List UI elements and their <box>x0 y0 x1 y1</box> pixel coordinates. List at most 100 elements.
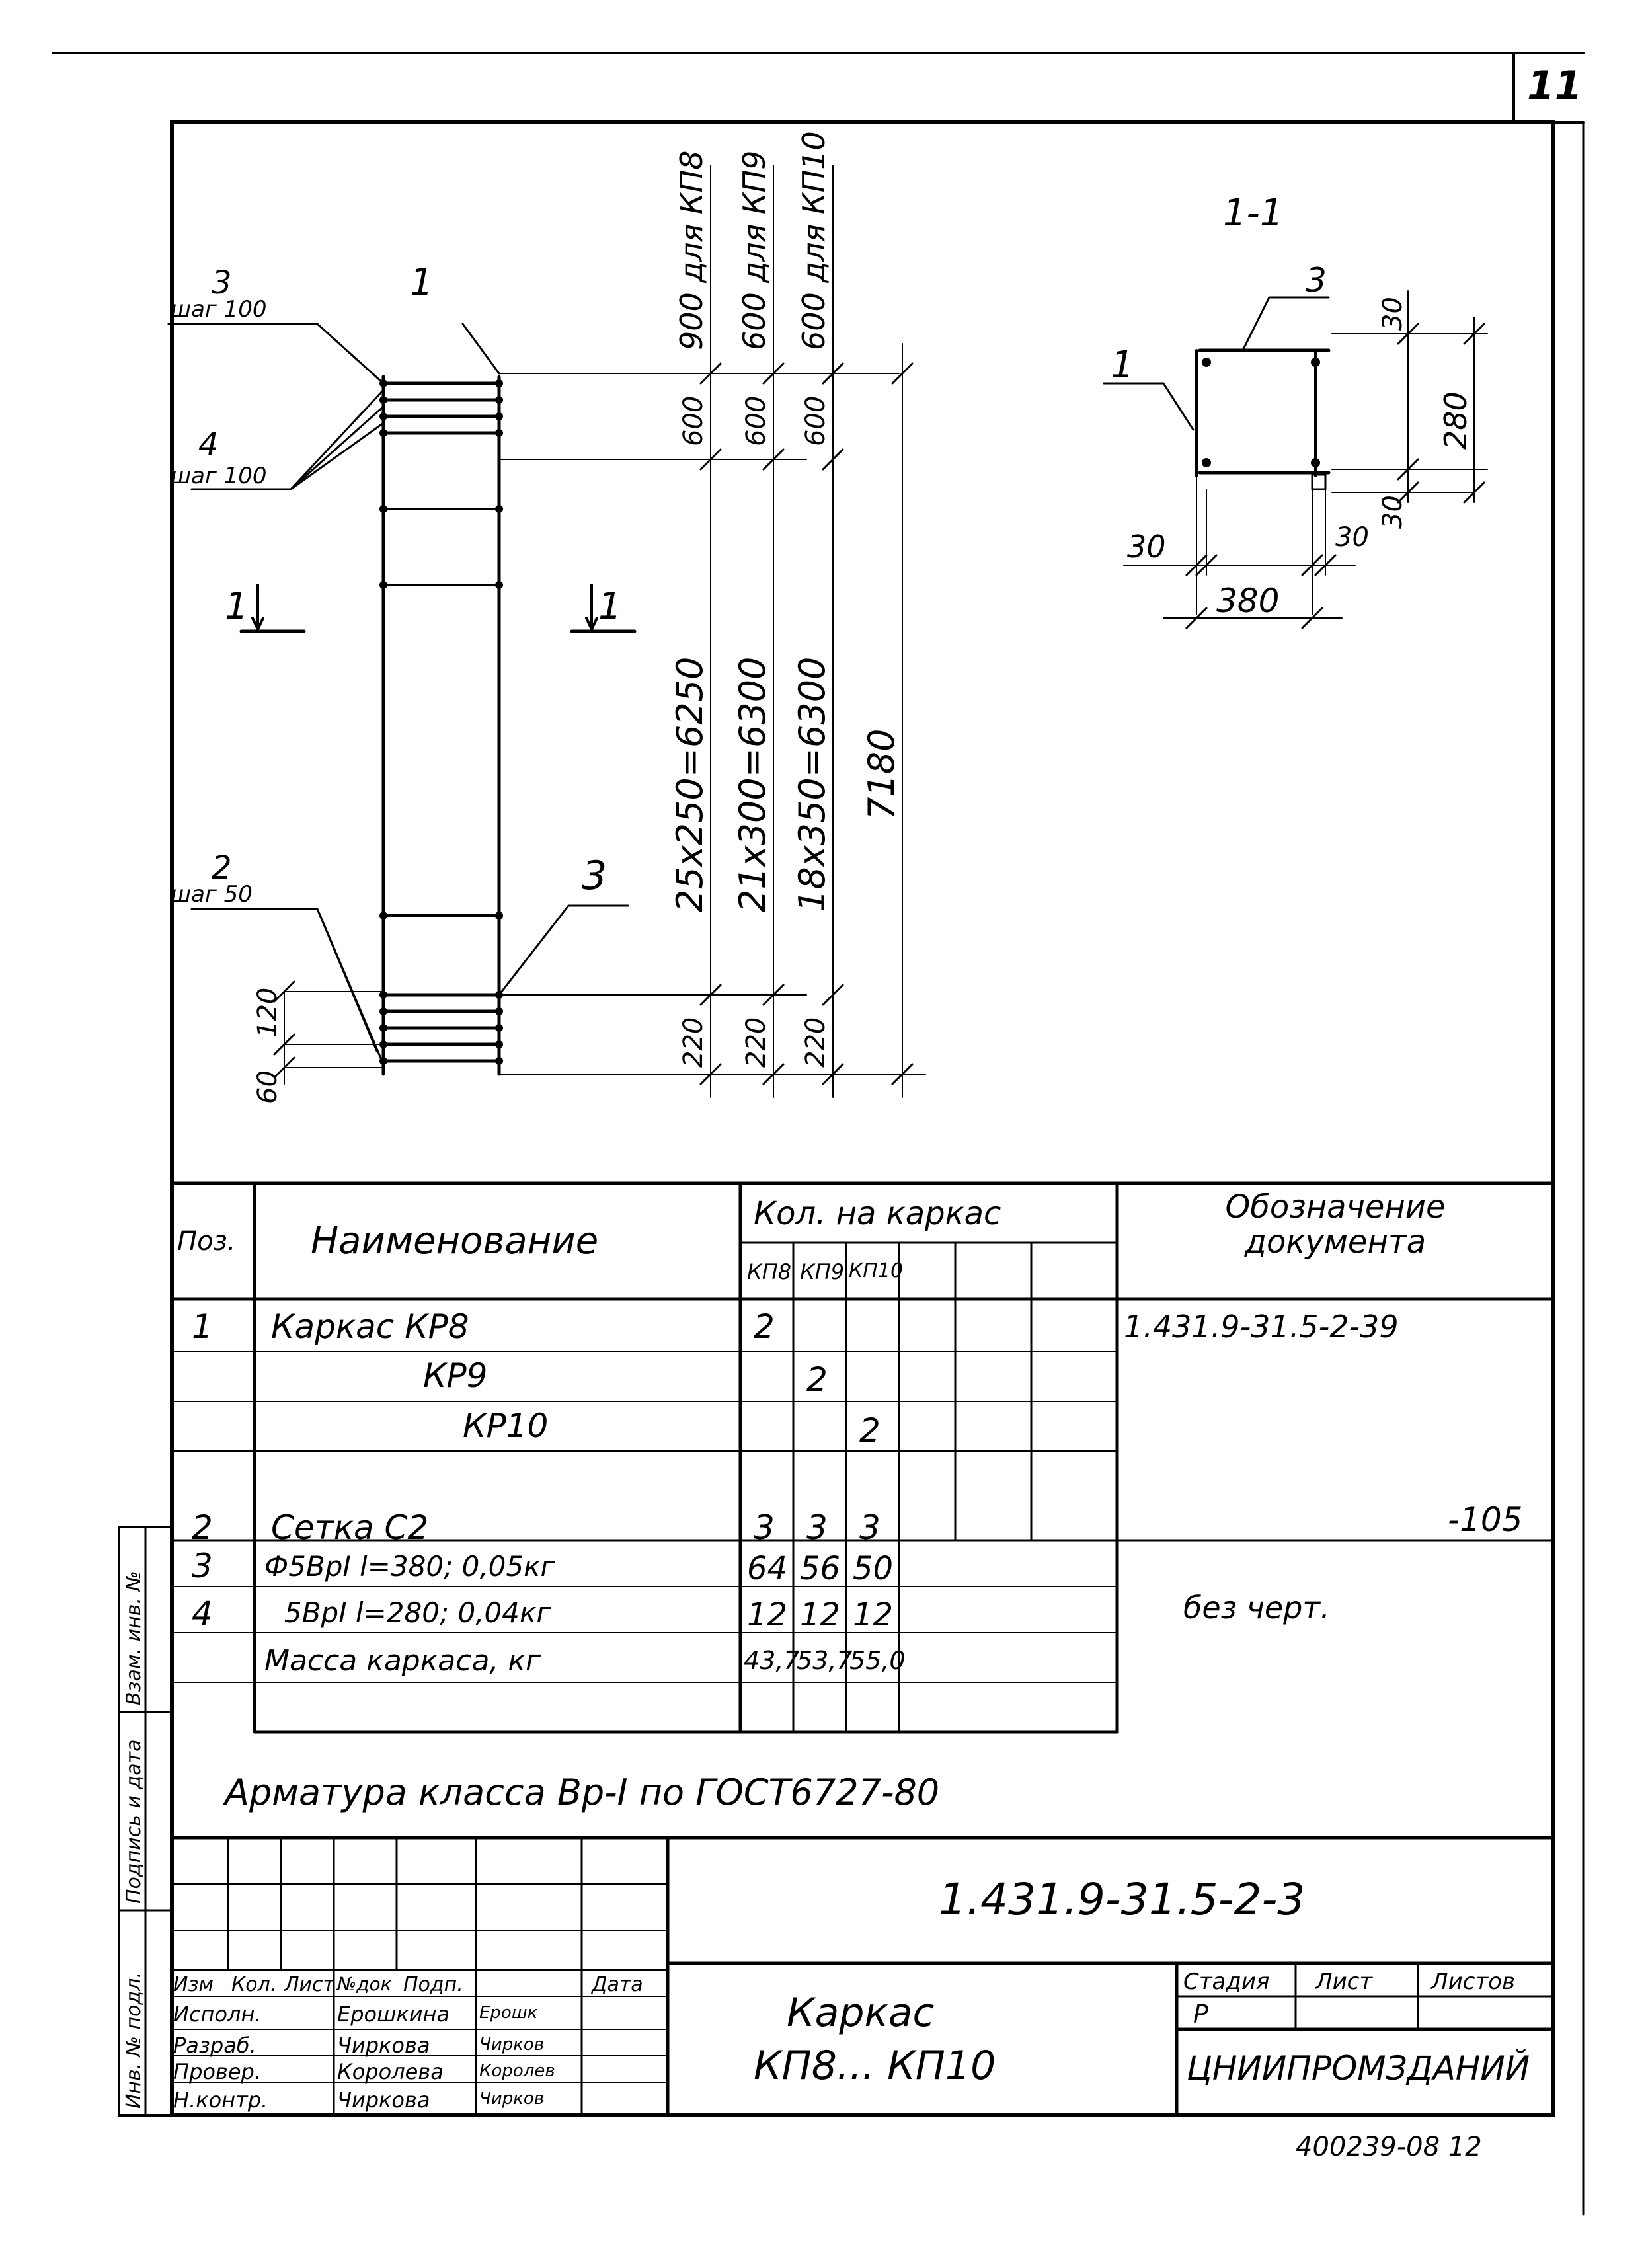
section-title: 1-1 <box>1223 192 1284 235</box>
organization-name: ЦНИИПРОМЗДАНИЙ <box>1187 2049 1530 2088</box>
header-qty: Кол. на каркас <box>754 1195 1001 1232</box>
row-pos: 1 <box>192 1308 213 1346</box>
row-name: КР9 <box>423 1356 488 1395</box>
sec-dim-280: 280 <box>1438 391 1473 450</box>
dim-top-kp10: 600 для КП10 <box>796 131 832 350</box>
tb-hdr-list: Лист <box>284 1973 335 1996</box>
header-kp10: КП10 <box>849 1259 904 1282</box>
callout-3-bottom: 3 <box>582 853 607 899</box>
tb-hdr-data: Дата <box>592 1973 643 1996</box>
row-pos: 2 <box>192 1508 213 1547</box>
callout-3: 3 <box>212 264 232 301</box>
role-name: Ерошкина <box>337 2002 450 2027</box>
dim-top-kp8: 900 для КП8 <box>674 151 709 350</box>
dim-mid-kp8: 25х250=6250 <box>669 657 711 912</box>
section-dim-380: 380 <box>1216 582 1280 620</box>
row-name: Масса каркаса, кг <box>264 1644 541 1678</box>
role-sign: Ерошк <box>479 2003 538 2023</box>
row-name: Ф5ВрI l=380; 0,05кг <box>264 1550 555 1583</box>
role-sign: Чирков <box>479 2089 545 2109</box>
row-kp9: 2 <box>806 1360 828 1399</box>
row-name: Каркас КР8 <box>271 1308 469 1346</box>
role-label: Разраб. <box>173 2033 256 2058</box>
stamp-inv-podl: Инв. № подл. <box>122 1972 145 2109</box>
stage-value: Р <box>1193 2000 1208 2029</box>
tb-hdr-kol: Кол. <box>231 1973 277 1996</box>
callout-2: 2 <box>212 849 232 886</box>
row-kp8: 64 <box>747 1550 788 1587</box>
role-name: Королева <box>337 2059 444 2084</box>
role-label: Н.контр. <box>173 2088 268 2113</box>
tb-hdr-ndoc: №док <box>337 1973 392 1995</box>
dim-600-a: 600 <box>678 396 709 446</box>
row-name: 5ВрI l=280; 0,04кг <box>284 1596 551 1629</box>
tb-hdr-izm: Изм <box>173 1973 214 1996</box>
row-kp8: 12 <box>747 1596 788 1633</box>
dim-bot-3: 220 <box>801 1017 831 1068</box>
callout-4-step: шаг 100 <box>171 463 267 489</box>
dim-600-c: 600 <box>801 396 831 446</box>
row-doc: без черт. <box>1183 1590 1330 1625</box>
stamp-vzam-inv: Взам. инв. № <box>122 1571 145 1705</box>
footer-code: 400239-08 12 <box>1296 2132 1482 2162</box>
header-name: Наименование <box>311 1220 599 1263</box>
section-dim-30-left: 30 <box>1127 529 1166 565</box>
role-name: Чиркова <box>337 2088 430 2113</box>
sec-dim-30-top: 30 <box>1378 297 1408 331</box>
row-pos: 3 <box>192 1547 213 1585</box>
dim-600-b: 600 <box>741 396 771 446</box>
row-kp10: 3 <box>859 1508 881 1547</box>
row-doc: 1.431.9-31.5-2-39 <box>1124 1309 1399 1345</box>
row-kp8: 43,7 <box>744 1646 800 1675</box>
role-sign: Королев <box>479 2061 555 2081</box>
dim-bot-1: 220 <box>678 1017 709 1068</box>
dim-mid-kp10: 18х350=6300 <box>791 657 833 912</box>
title-line-2: КП8... КП10 <box>754 2043 996 2089</box>
section-callout-1: 1 <box>1111 344 1134 387</box>
dim-mid-kp9: 21х300=6300 <box>732 657 773 912</box>
role-name: Чиркова <box>337 2033 430 2058</box>
header-kp9: КП9 <box>800 1259 845 1284</box>
header-doc: Обозначение документа <box>1225 1189 1446 1261</box>
drawing-code: 1.431.9-31.5-2-3 <box>939 1874 1306 1925</box>
row-kp9: 56 <box>800 1550 841 1587</box>
callout-3-step: шаг 100 <box>171 296 267 323</box>
row-name: Сетка С2 <box>271 1508 429 1547</box>
row-kp10: 50 <box>853 1550 894 1587</box>
row-doc: -105 <box>1448 1501 1523 1539</box>
row-kp10: 2 <box>859 1411 881 1450</box>
callout-4: 4 <box>198 426 219 463</box>
role-sign: Чирков <box>479 2035 545 2054</box>
role-label: Исполн. <box>173 2002 262 2027</box>
section-dim-30-inner: 30 <box>1335 522 1369 553</box>
row-kp9: 12 <box>800 1596 841 1633</box>
dim-bot-2: 220 <box>741 1017 771 1068</box>
header-kp8: КП8 <box>747 1259 792 1284</box>
dim-top-kp9: 600 для КП9 <box>736 151 772 350</box>
role-label: Провер. <box>173 2059 261 2084</box>
dim-left-120: 120 <box>253 988 283 1038</box>
callout-2-step: шаг 50 <box>171 881 253 908</box>
dim-total: 7180 <box>861 729 902 820</box>
row-pos: 4 <box>192 1594 213 1633</box>
main-frame <box>170 120 1555 2117</box>
dim-left-60: 60 <box>253 1070 283 1104</box>
tb-hdr-podp: Подп. <box>403 1973 463 1996</box>
reinforcement-note: Арматура класса Вр-I по ГОСТ6727-80 <box>225 1772 940 1813</box>
sheets-label: Листов <box>1431 1969 1516 1995</box>
sec-dim-30-right: 30 <box>1378 495 1408 529</box>
cut-mark-right: 1 <box>598 585 622 628</box>
section-callout-3: 3 <box>1306 261 1327 299</box>
stage-label: Стадия <box>1183 1969 1270 1995</box>
row-name: КР10 <box>463 1407 549 1445</box>
row-kp8: 3 <box>754 1508 775 1547</box>
row-kp8: 2 <box>754 1308 775 1346</box>
cut-mark-left: 1 <box>225 585 249 628</box>
sheet-number: 11 <box>1527 63 1583 109</box>
row-kp10: 55,0 <box>849 1646 906 1675</box>
title-line-1: Каркас <box>787 1990 935 2036</box>
header-pos: Поз. <box>177 1226 236 1257</box>
row-kp9: 53,7 <box>797 1646 853 1675</box>
row-kp10: 12 <box>853 1596 894 1633</box>
